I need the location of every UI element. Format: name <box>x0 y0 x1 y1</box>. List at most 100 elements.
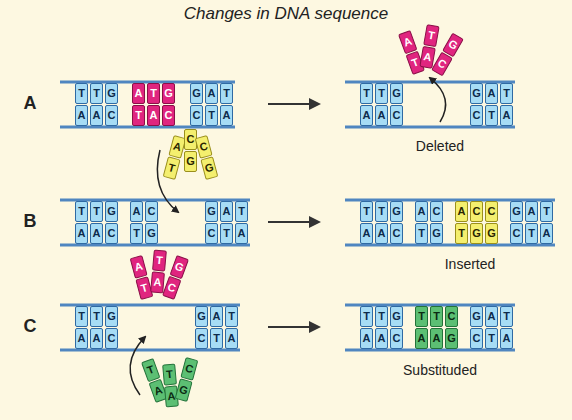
base-letter: A <box>363 227 371 239</box>
base-letter: A <box>503 332 511 344</box>
nucleotide-piece: C <box>510 223 523 244</box>
nucleotide-piece: A <box>90 223 103 244</box>
base-letter: T <box>208 109 215 121</box>
nucleotide-piece: G <box>105 306 118 327</box>
nucleotide-piece: A <box>205 83 218 104</box>
nucleotide-piece: T <box>130 223 143 244</box>
base-letter: C <box>393 227 401 239</box>
base-letter: A <box>402 35 414 49</box>
nucleotide-piece: A <box>75 328 88 349</box>
nucleotide-piece: C <box>470 328 483 349</box>
base-letter: A <box>238 227 246 239</box>
base-letter: A <box>228 332 236 344</box>
base-letter: T <box>213 332 220 344</box>
nucleotide-piece: A <box>90 328 103 349</box>
loose-base-pair: CG <box>194 134 218 181</box>
base-letter: G <box>487 227 496 239</box>
nucleotide-piece: C <box>105 105 118 126</box>
base-letter: A <box>458 205 466 217</box>
nucleotide-piece: C <box>430 201 443 222</box>
base-letter: T <box>93 205 100 217</box>
nucleotide-piece: T <box>90 201 103 222</box>
loose-base-pair: CG <box>184 128 197 173</box>
nucleotide-piece: G <box>470 306 483 327</box>
base-letter: C <box>198 332 206 344</box>
nucleotide-piece: A <box>525 201 538 222</box>
nucleotide-piece: G <box>470 223 483 244</box>
base-letter: A <box>363 332 371 344</box>
nucleotide-piece: T <box>415 306 428 327</box>
nucleotide-piece: T <box>147 83 160 104</box>
nucleotide-piece: A <box>415 201 428 222</box>
base-letter: A <box>363 109 371 121</box>
nucleotide-piece: C <box>445 306 458 327</box>
change-label: Substituded <box>403 362 477 378</box>
nucleotide-piece: A <box>360 328 373 349</box>
nucleotide-piece: A <box>360 223 373 244</box>
base-letter: A <box>208 87 216 99</box>
nucleotide-piece: G <box>105 201 118 222</box>
nucleotide-piece: A <box>220 201 233 222</box>
move-arrow <box>130 78 446 395</box>
nucleotide-piece: A <box>132 83 145 104</box>
nucleotide-piece: A <box>130 201 143 222</box>
base-letter: T <box>78 310 85 322</box>
base-letter: G <box>392 310 401 322</box>
nucleotide-piece: A <box>75 223 88 244</box>
base-letter: T <box>93 87 100 99</box>
nucleotide-piece: C <box>162 105 175 126</box>
base-letter: A <box>223 109 231 121</box>
nucleotide-piece: A <box>130 255 148 279</box>
base-letter: G <box>472 87 481 99</box>
base-letter: T <box>503 87 510 99</box>
base-letter: C <box>148 205 156 217</box>
base-letter: A <box>543 227 551 239</box>
base-letter: T <box>150 87 157 99</box>
nucleotide-piece: A <box>500 105 513 126</box>
nucleotide-piece: C <box>470 105 483 126</box>
nucleotide-piece: T <box>210 328 223 349</box>
step-arrow <box>268 104 318 327</box>
base-letter: A <box>503 109 511 121</box>
base-letter: T <box>503 310 510 322</box>
base-letter: A <box>153 276 162 289</box>
nucleotide-piece: T <box>90 83 103 104</box>
nucleotide-piece: T <box>500 83 513 104</box>
nucleotide-piece: A <box>210 306 223 327</box>
base-letter: A <box>93 227 101 239</box>
base-letter: A <box>223 205 231 217</box>
nucleotide-piece: G <box>485 223 498 244</box>
nucleotide-piece: C <box>195 135 213 159</box>
base-letter: A <box>152 383 164 397</box>
nucleotide-piece: T <box>525 223 538 244</box>
nucleotide-piece: C <box>105 223 118 244</box>
nucleotide-piece: T <box>220 83 233 104</box>
nucleotide-piece: T <box>90 306 103 327</box>
base-letter: G <box>178 383 189 397</box>
base-letter: A <box>378 109 386 121</box>
nucleotide-piece: A <box>430 328 443 349</box>
base-letter: C <box>108 227 116 239</box>
base-letter: T <box>363 205 370 217</box>
nucleotide-piece: C <box>195 328 208 349</box>
base-letter: C <box>393 332 401 344</box>
loose-base-pair: AT <box>129 254 153 301</box>
nucleotide-piece: G <box>200 156 218 180</box>
nucleotide-piece: T <box>220 223 233 244</box>
nucleotide-piece: T <box>205 105 218 126</box>
base-letter: C <box>433 205 441 217</box>
base-letter: T <box>223 87 230 99</box>
base-letter: C <box>165 109 173 121</box>
nucleotide-piece: T <box>485 105 498 126</box>
nucleotide-piece: T <box>163 156 181 180</box>
base-letter: T <box>410 56 420 70</box>
base-letter: A <box>172 140 183 154</box>
nucleotide-piece: A <box>540 223 553 244</box>
nucleotide-piece: T <box>430 306 443 327</box>
base-letter: G <box>107 205 116 217</box>
base-letter: A <box>528 205 536 217</box>
nucleotide-piece: A <box>415 328 428 349</box>
nucleotide-piece: T <box>360 83 373 104</box>
